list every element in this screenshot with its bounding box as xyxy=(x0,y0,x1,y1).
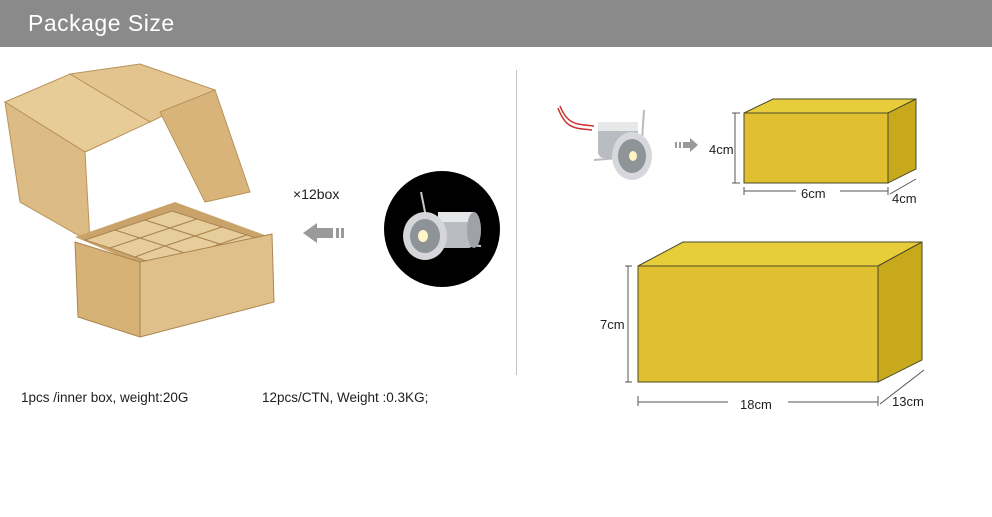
carton-length-label: 18cm xyxy=(740,397,772,412)
multiplier-label: ×12box xyxy=(293,186,340,202)
led-light-photo xyxy=(384,171,500,287)
carton-width-label: 13cm xyxy=(892,394,924,409)
carton-height-label: 7cm xyxy=(600,317,625,332)
inner-box-length-label: 6cm xyxy=(801,186,826,201)
carton-caption: 12pcs/CTN, Weight :0.3KG; xyxy=(262,390,429,405)
carton-diagram xyxy=(625,241,925,406)
arrow-left-icon xyxy=(303,223,344,243)
page-title: Package Size xyxy=(28,10,175,36)
inner-box-height-label: 4cm xyxy=(709,142,734,157)
inner-box-width-label: 4cm xyxy=(892,191,917,206)
header-bar: Package Size xyxy=(0,0,992,47)
inner-box-diagram xyxy=(732,98,917,195)
inner-box-caption: 1pcs /inner box, weight:20G xyxy=(21,390,189,405)
arrow-right-icon xyxy=(675,138,698,152)
cardboard-box-image xyxy=(3,63,275,338)
vertical-divider xyxy=(516,70,517,375)
led-light-small-photo xyxy=(557,105,652,180)
